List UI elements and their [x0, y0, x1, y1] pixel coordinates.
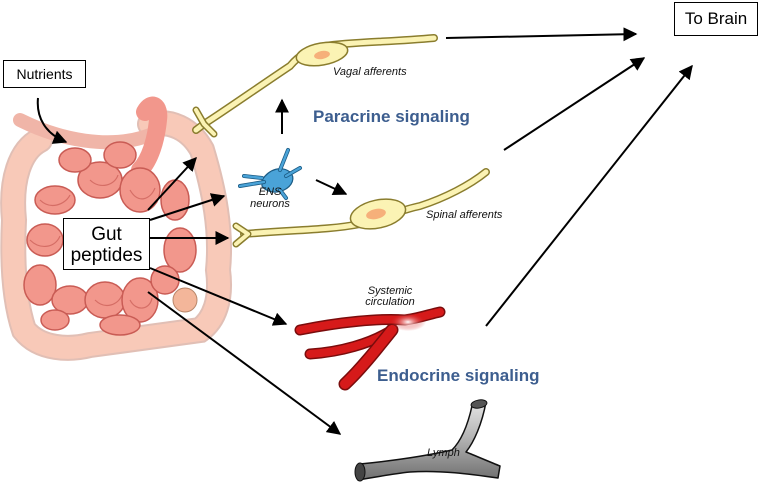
- signal-arrows: [147, 27, 693, 435]
- systemic-circulation-label: Systemic circulation: [350, 286, 430, 308]
- arrow-gut-to-blood: [149, 267, 288, 326]
- arrow-ens-to-spinal: [315, 179, 348, 196]
- gut-peptides-box: Gut peptides: [63, 218, 150, 270]
- vagal-afferents-label: Vagal afferents: [333, 66, 407, 78]
- nutrients-box: Nutrients: [3, 60, 86, 88]
- vagal-afferent-neuron: [192, 34, 438, 138]
- lymph-label: Lymph: [427, 447, 460, 459]
- ens-label-line1: ENS: [258, 186, 282, 198]
- intestine-illustration: [0, 96, 233, 361]
- ens-neuron: [238, 148, 302, 200]
- endocrine-signaling-heading: Endocrine signaling: [377, 366, 540, 385]
- spinal-afferents-label: Spinal afferents: [426, 209, 503, 221]
- arrow-gut-to-lymph: [147, 291, 342, 435]
- to-brain-box: To Brain: [674, 2, 758, 36]
- nutrients-label: Nutrients: [16, 66, 73, 82]
- gut-peptides-label-line2: peptides: [70, 244, 143, 266]
- arrow-blood-to-brain: [485, 64, 693, 327]
- arrow-gut-to-vagal: [147, 156, 197, 211]
- ens-label-line2: neurons: [250, 198, 290, 210]
- arrow-vagal-to-brain: [445, 27, 638, 42]
- to-brain-label: To Brain: [684, 9, 748, 28]
- arrow-spinal-to-brain: [503, 57, 646, 151]
- nutrients-arrow: [36, 97, 68, 144]
- systemic-label-line2: circulation: [365, 296, 415, 308]
- gut-peptides-label-line1: Gut: [91, 223, 122, 245]
- paracrine-signaling-heading: Paracrine signaling: [313, 107, 470, 126]
- systemic-label-line1: Systemic: [367, 285, 413, 297]
- blood-vessel: [294, 306, 446, 391]
- spinal-afferent-neuron: [232, 168, 490, 248]
- lymph-vessel: [354, 399, 501, 482]
- arrow-gut-to-ens: [149, 193, 226, 221]
- ens-neurons-label: ENS neurons: [250, 186, 290, 210]
